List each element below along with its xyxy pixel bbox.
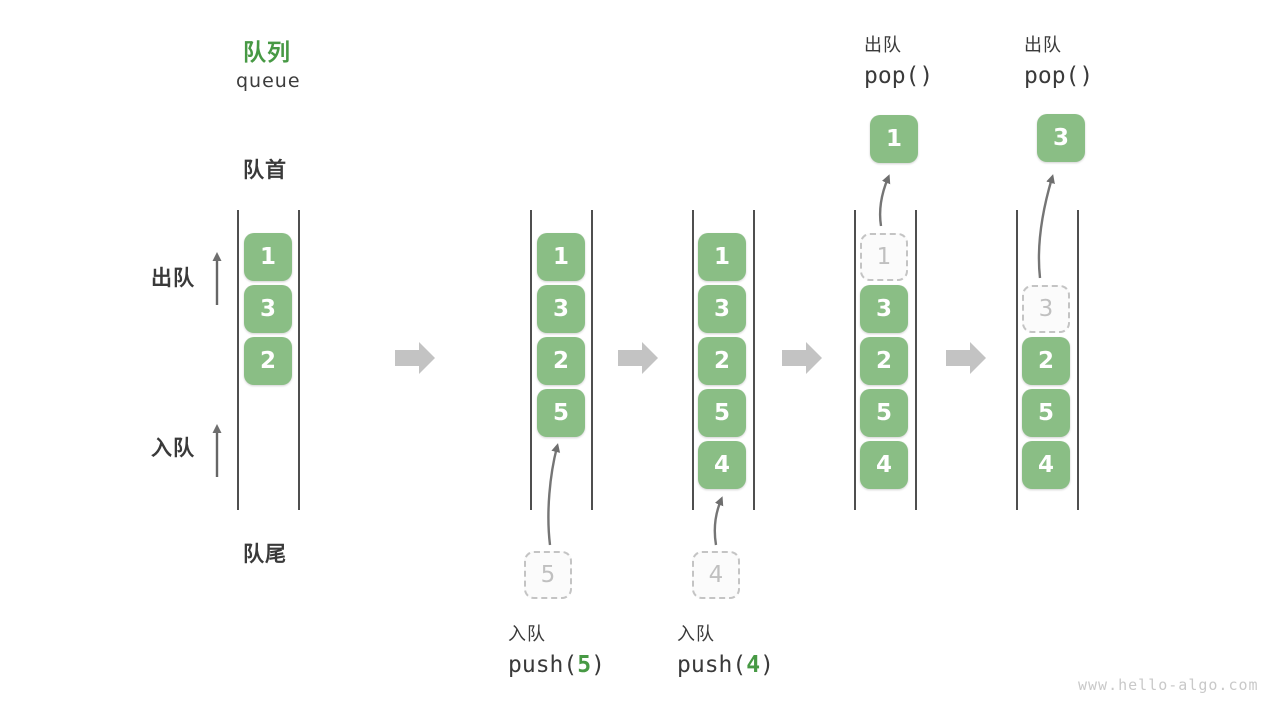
push5-op-label: 入队 [508, 624, 546, 645]
popped-element: 1 [870, 115, 918, 163]
watermark: www.hello-algo.com [1078, 676, 1259, 694]
queue-element: 2 [698, 337, 746, 385]
label-queue-front: 队首 [243, 158, 287, 182]
code-fn: push( [677, 652, 747, 678]
queue-element: 1 [244, 233, 292, 281]
label-dequeue-side: 出队 [151, 266, 195, 290]
push4-op-label: 入队 [677, 624, 715, 645]
staging-element: 4 [692, 551, 740, 599]
queue-element: 1 [698, 233, 746, 281]
flow-arrow-icon [782, 342, 822, 374]
queue-element: 3 [244, 285, 292, 333]
queue-element: 2 [537, 337, 585, 385]
code-arg: 5 [577, 652, 592, 678]
queue-wall [915, 210, 917, 510]
queue-element: 3 [537, 285, 585, 333]
flow-arrow-icon [395, 342, 435, 374]
queue-element: 2 [860, 337, 908, 385]
queue-wall [692, 210, 694, 510]
queue-element: 1 [537, 233, 585, 281]
queue-element: 5 [698, 389, 746, 437]
queue-wall [298, 210, 300, 510]
queue-element: 2 [1022, 337, 1070, 385]
queue-element: 3 [698, 285, 746, 333]
push5-arrow-icon [547, 443, 561, 546]
label-enqueue-side: 入队 [151, 436, 195, 460]
pop2-op-label: 出队 [1024, 35, 1062, 56]
queue-wall [530, 210, 532, 510]
queue-element: 4 [1022, 441, 1070, 489]
flow-arrow-icon [618, 342, 658, 374]
queue-element: 5 [1022, 389, 1070, 437]
code-fn: push( [508, 652, 578, 678]
queue-element: 3 [860, 285, 908, 333]
label-queue-rear: 队尾 [243, 542, 287, 566]
queue-wall [591, 210, 593, 510]
diagram-title-zh: 队列 [243, 40, 291, 66]
push5-op-code: push(5) [508, 652, 605, 678]
queue-element: 4 [698, 441, 746, 489]
queue-wall [1077, 210, 1079, 510]
queue-wall [854, 210, 856, 510]
pop1-arrow-icon [878, 174, 891, 227]
flow-arrow-icon [946, 342, 986, 374]
code-close: ) [760, 652, 774, 678]
queue-wall [237, 210, 239, 510]
queue-element: 5 [860, 389, 908, 437]
staging-element: 5 [524, 551, 572, 599]
pop3-arrow-icon [1037, 174, 1055, 279]
queue-element: 5 [537, 389, 585, 437]
code-close: ) [591, 652, 605, 678]
pop2-op-code: pop() [1024, 63, 1094, 89]
push4-op-code: push(4) [677, 652, 774, 678]
queue-element-ghost: 1 [860, 233, 908, 281]
pop1-op-label: 出队 [864, 35, 902, 56]
code-arg: 4 [746, 652, 761, 678]
popped-element: 3 [1037, 114, 1085, 162]
diagram-title-en: queue [236, 70, 301, 92]
queue-element: 4 [860, 441, 908, 489]
pop1-op-code: pop() [864, 63, 934, 89]
queue-element-ghost: 3 [1022, 285, 1070, 333]
queue-element: 2 [244, 337, 292, 385]
queue-wall [753, 210, 755, 510]
push4-arrow-icon [713, 496, 724, 546]
queue-wall [1016, 210, 1018, 510]
